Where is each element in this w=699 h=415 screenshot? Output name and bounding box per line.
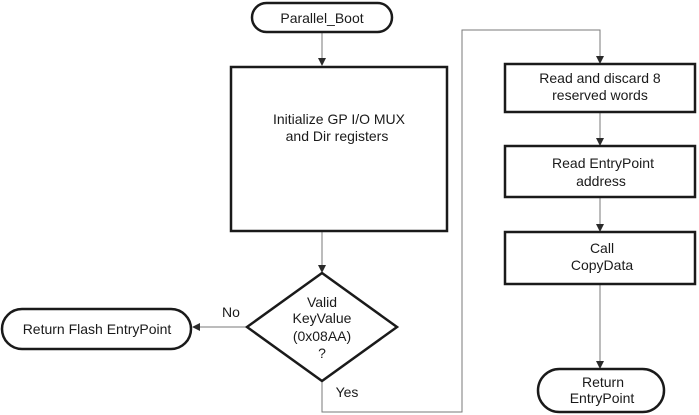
edge-decision-yes xyxy=(321,29,604,413)
decision-label-line3: (0x08AA) xyxy=(293,328,351,344)
entry-label-line2: address xyxy=(576,173,626,189)
discard-label-line2: reserved words xyxy=(552,87,648,103)
call-copydata-process: Call CopyData xyxy=(503,230,697,286)
return-label-line2: EntryPoint xyxy=(570,390,635,406)
return-entrypoint-terminator: Return EntryPoint xyxy=(536,367,666,414)
keyvalue-decision: Valid KeyValue (0x08AA) ? xyxy=(244,271,400,383)
connectors xyxy=(192,29,604,413)
entry-label-line1: Read EntryPoint xyxy=(552,155,654,171)
discard-label-line1: Read and discard 8 xyxy=(539,70,661,86)
start-label: Parallel_Boot xyxy=(280,10,363,26)
decision-label-line2: KeyValue xyxy=(293,310,352,326)
call-label-line2: CopyData xyxy=(571,257,633,273)
init-label-line2: and Dir registers xyxy=(286,128,389,144)
init-label-line1: Initialize GP I/O MUX xyxy=(273,111,406,127)
return-label-line1: Return xyxy=(582,374,624,390)
decision-label-line1: Valid xyxy=(307,294,337,310)
return-flash-label: Return Flash EntryPoint xyxy=(23,321,172,337)
read-entrypoint-process: Read EntryPoint address xyxy=(503,144,697,199)
read-discard-process: Read and discard 8 reserved words xyxy=(503,62,697,114)
start-terminator: Parallel_Boot xyxy=(250,1,394,34)
return-flash-terminator: Return Flash EntryPoint xyxy=(0,307,193,351)
decision-label-line4: ? xyxy=(318,345,326,361)
edge-label-no: No xyxy=(222,304,240,320)
call-label-line1: Call xyxy=(590,240,614,256)
edge-label-yes: Yes xyxy=(336,384,359,400)
init-process: Initialize GP I/O MUX and Dir registers xyxy=(229,65,449,233)
